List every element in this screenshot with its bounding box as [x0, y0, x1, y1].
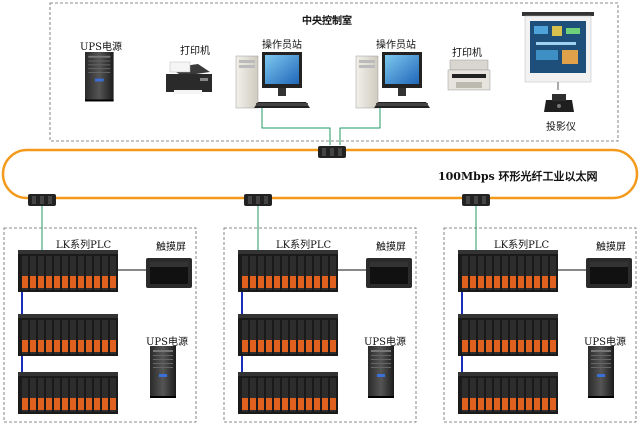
link-right-station-to-switch [339, 108, 381, 145]
link-left-station-to-switch [261, 108, 331, 145]
station-1-touch-label: 触摸屏 [156, 242, 186, 253]
station-3-plc-main-rack [458, 250, 558, 292]
station-3-plc-label: LK系列PLC [494, 240, 550, 251]
field-station-1-border [3, 227, 197, 423]
station-1-touch-panel [146, 258, 192, 288]
station-2-plc-expansion-rack-1 [238, 314, 338, 356]
ring-switch-station-1 [28, 194, 56, 206]
station-2-touch-panel [366, 258, 412, 288]
station-1-ups-icon [150, 346, 176, 398]
operator-station-icon-left [235, 52, 310, 109]
ring-switch-station-3 [462, 194, 490, 206]
operator-station-label-right: 操作员站 [376, 40, 416, 51]
station-3-touch-label: 触摸屏 [596, 242, 626, 253]
ring-switch-control-room [318, 146, 346, 158]
station-2-touch-label: 触摸屏 [376, 242, 406, 253]
station-1-plc-label: LK系列PLC [56, 240, 112, 251]
station-1-plc-main-rack [18, 250, 118, 292]
station-1-plc-expansion-rack-1 [18, 314, 118, 356]
control-room-border [49, 2, 619, 142]
control-room-title: 中央控制室 [302, 16, 352, 27]
printer-label-right: 打印机 [452, 48, 482, 59]
station-3-ups-icon [588, 346, 614, 398]
projector-screen-icon [522, 12, 594, 90]
ring-switch-station-2 [244, 194, 272, 206]
control-room-ups-label: UPS电源 [80, 42, 123, 53]
printer-icon-right [447, 59, 491, 91]
field-station-3-border [443, 227, 637, 423]
station-3-plc-expansion-rack-2 [458, 372, 558, 414]
printer-label-left: 打印机 [180, 46, 210, 57]
network-label: 100Mbps 环形光纤工业以太网 [438, 170, 598, 183]
station-2-plc-expansion-rack-2 [238, 372, 338, 414]
station-2-plc-label: LK系列PLC [276, 240, 332, 251]
station-3-ups-label: UPS电源 [584, 337, 627, 348]
station-2-ups-label: UPS电源 [364, 337, 407, 348]
field-station-2-border [223, 227, 417, 423]
operator-station-icon-right [355, 52, 430, 109]
projector-icon [544, 94, 574, 112]
station-1-plc-expansion-rack-2 [18, 372, 118, 414]
station-2-ups-icon [368, 346, 394, 398]
station-1-ups-label: UPS电源 [146, 337, 189, 348]
station-2-plc-main-rack [238, 250, 338, 292]
operator-station-label-left: 操作员站 [262, 40, 302, 51]
control-room-ups-icon [85, 52, 114, 102]
printer-icon-left [166, 61, 212, 94]
projector-label: 投影仪 [546, 122, 576, 133]
station-3-touch-panel [586, 258, 632, 288]
station-3-plc-expansion-rack-1 [458, 314, 558, 356]
